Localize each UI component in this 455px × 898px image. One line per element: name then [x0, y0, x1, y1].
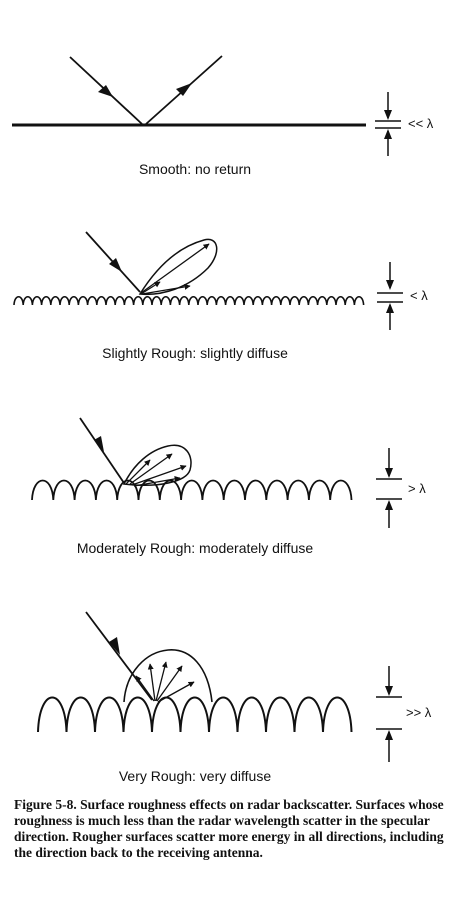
moderately-rough-ratio: > λ: [408, 481, 426, 496]
scatter-ray: [157, 681, 195, 703]
roughness-diagram: [12, 55, 403, 762]
moderately-rough-surface: [31, 479, 353, 501]
very-rough-surface: [37, 696, 353, 733]
scatter-lobe: [123, 649, 213, 703]
panel-smooth: [12, 55, 401, 156]
incident-arrowhead: [98, 85, 113, 97]
specular-arrowhead: [176, 83, 192, 96]
roughness-height-indicator: [377, 262, 403, 330]
smooth-label: Smooth: no return: [138, 161, 252, 177]
slightly-rough-ratio: < λ: [410, 288, 428, 303]
incident-ray: [85, 611, 153, 701]
scatter-ray: [140, 281, 161, 295]
incident-arrowhead: [109, 637, 120, 655]
very-rough-label: Very Rough: very diffuse: [118, 768, 272, 784]
scatter-ray: [156, 665, 183, 702]
scatter-ray: [125, 459, 151, 485]
figure-caption: Figure 5-8. Surface roughness effects on…: [14, 797, 444, 860]
scatter-ray: [147, 663, 156, 702]
incident-arrowhead: [94, 436, 104, 452]
roughness-height-indicator: [376, 666, 402, 762]
scatter-ray: [133, 475, 181, 487]
slightly-rough-surface: [13, 295, 365, 306]
smooth-ratio: << λ: [408, 116, 434, 131]
specular-ray: [140, 243, 210, 294]
panel-slightly-rough: [13, 231, 403, 330]
scatter-lobe: [122, 444, 192, 486]
panel-very-rough: [37, 611, 402, 762]
slightly-rough-label: Slightly Rough: slightly diffuse: [102, 345, 288, 361]
roughness-height-indicator: [375, 92, 401, 156]
roughness-height-indicator: [376, 448, 402, 528]
moderately-rough-label: Moderately Rough: moderately diffuse: [76, 540, 314, 556]
incident-ray: [79, 417, 125, 484]
scatter-ray: [135, 675, 155, 702]
scatter-ray: [129, 453, 173, 485]
very-rough-ratio: >> λ: [406, 705, 432, 720]
scatter-ray: [141, 283, 191, 295]
scatter-ray: [155, 661, 168, 702]
scatter-ray: [131, 464, 187, 486]
incident-arrowhead: [109, 258, 122, 272]
panel-moderately-rough: [31, 417, 402, 528]
